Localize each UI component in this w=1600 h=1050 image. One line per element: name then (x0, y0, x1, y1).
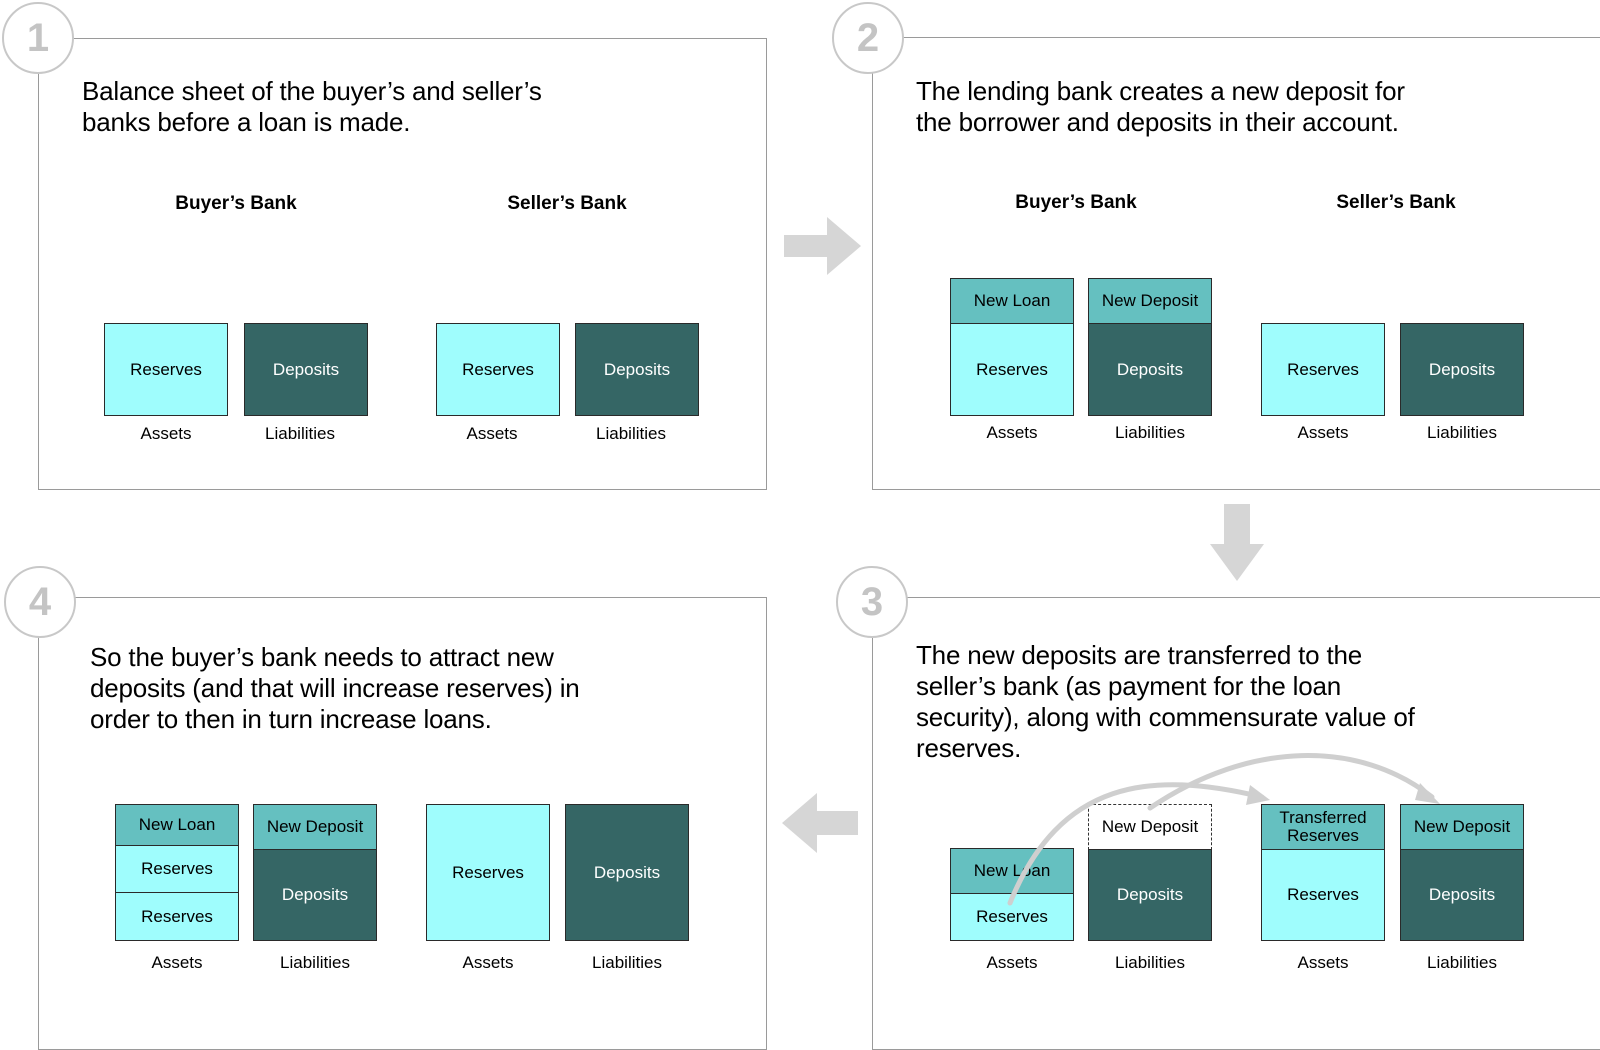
arrowhead-icon (1246, 785, 1270, 805)
reserves-box: Reserves (1261, 323, 1385, 416)
deposits-box: Deposits (1400, 323, 1524, 416)
new-loan-box: New Loan (950, 848, 1074, 894)
assets-label: Assets (462, 953, 514, 972)
panel-3-caption: The new deposits are transferred to the … (916, 640, 1415, 763)
left-arrow-icon (782, 793, 858, 853)
liabilities-label: Liabilities (280, 953, 350, 972)
step-badge-4: 4 (4, 566, 76, 638)
reserves-box: Reserves (426, 804, 550, 941)
assets-label: Assets (986, 423, 1038, 442)
deposits-box: Deposits (1088, 323, 1212, 416)
step-badge-2: 2 (832, 2, 904, 74)
liabilities-label: Liabilities (1427, 953, 1497, 972)
new-deposit-box: New Deposit (1400, 804, 1524, 850)
transfer-deposit-curve (1147, 753, 1435, 811)
liabilities-label: Liabilities (265, 424, 335, 443)
new-deposit-box: New Deposit (253, 804, 377, 850)
assets-label: Assets (466, 424, 518, 443)
buyer-bank-title: Buyer’s Bank (1015, 192, 1137, 213)
seller-bank-title: Seller’s Bank (1336, 192, 1456, 213)
new-loan-box: New Loan (115, 804, 239, 846)
reserves-box: Reserves (115, 892, 239, 941)
liabilities-label: Liabilities (596, 424, 666, 443)
deposits-box: Deposits (253, 849, 377, 941)
panel-2-caption: The lending bank creates a new deposit f… (916, 76, 1405, 137)
reserves-box: Reserves (436, 323, 560, 416)
new-deposit-box: New Deposit (1088, 278, 1212, 324)
panel-1-caption: Balance sheet of the buyer’s and seller’… (82, 76, 542, 137)
deposits-box: Deposits (565, 804, 689, 941)
assets-label: Assets (1297, 423, 1349, 442)
reserves-box: Reserves (1261, 849, 1385, 941)
right-arrow-icon (784, 217, 861, 275)
liabilities-label: Liabilities (1427, 423, 1497, 442)
assets-label: Assets (151, 953, 203, 972)
buyer-bank-title: Buyer’s Bank (175, 193, 297, 214)
liabilities-label: Liabilities (1115, 423, 1185, 442)
down-arrow-icon (1210, 504, 1264, 581)
panel-4-caption: So the buyer’s bank needs to attract new… (90, 642, 580, 734)
arrowhead-icon (1415, 783, 1440, 804)
deposits-box: Deposits (1088, 849, 1212, 941)
assets-label: Assets (986, 953, 1038, 972)
reserves-box: Reserves (950, 323, 1074, 416)
deposits-box: Deposits (575, 323, 699, 416)
transfer-reserves-curve (1007, 782, 1265, 906)
assets-label: Assets (140, 424, 192, 443)
step-badge-3: 3 (836, 566, 908, 638)
transferred-reserves-box: Transferred Reserves (1261, 804, 1385, 850)
liabilities-label: Liabilities (1115, 953, 1185, 972)
deposits-box: Deposits (1400, 849, 1524, 941)
reserves-box: Reserves (104, 323, 228, 416)
liabilities-label: Liabilities (592, 953, 662, 972)
assets-label: Assets (1297, 953, 1349, 972)
seller-bank-title: Seller’s Bank (507, 193, 627, 214)
new-deposit-placeholder-box: New Deposit (1088, 804, 1212, 850)
new-loan-box: New Loan (950, 278, 1074, 324)
reserves-box: Reserves (115, 845, 239, 893)
step-badge-1: 1 (2, 2, 74, 74)
deposits-box: Deposits (244, 323, 368, 416)
